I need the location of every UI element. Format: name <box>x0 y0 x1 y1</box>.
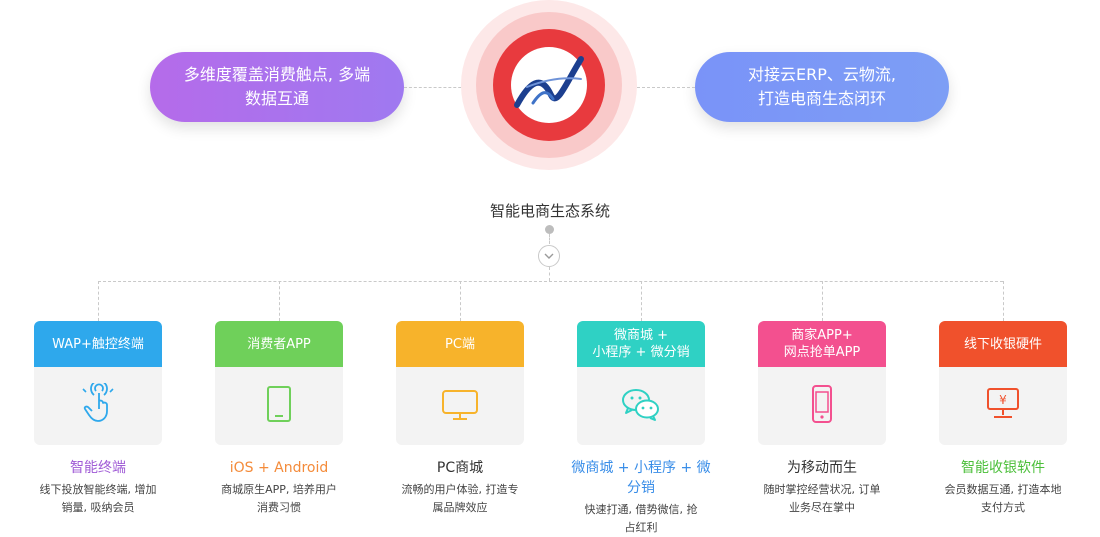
right-connector <box>622 87 695 88</box>
caption-desc: 线下投放智能终端, 增加 销量, 吸纳会员 <box>39 483 157 514</box>
card-wap-terminal[interactable]: WAP+触控终端 <box>34 321 162 445</box>
caption-title: PC商城 <box>436 460 484 476</box>
caption-title: 为移动而生 <box>787 460 857 476</box>
card-header: 消费者APP <box>215 321 343 367</box>
caption-merchant: 为移动而生 随时掌控经营状况, 订单 业务尽在掌中 <box>747 458 897 517</box>
caption-pc: PC商城 流畅的用户体验, 打造专 属品牌效应 <box>385 458 535 517</box>
card-header: PC端 <box>396 321 524 367</box>
branch-drop-2 <box>279 281 280 321</box>
chevron-down-icon[interactable] <box>538 245 560 267</box>
right-feature-text: 对接云ERP、云物流, 打造电商生态闭环 <box>748 65 896 108</box>
card-wechat-mall[interactable]: 微商城 + 小程序 + 微分销 <box>577 321 705 445</box>
branch-drop-3 <box>460 281 461 321</box>
branch-drop-6 <box>1003 281 1004 321</box>
branch-line <box>98 281 1003 282</box>
left-feature-pill: 多维度覆盖消费触点, 多端 数据互通 <box>150 52 404 122</box>
hub-stem-bottom <box>549 267 550 281</box>
wechat-icon <box>620 383 662 429</box>
phone-icon <box>801 383 843 429</box>
hub-dot <box>545 225 554 234</box>
card-pc[interactable]: PC端 <box>396 321 524 445</box>
branch-drop-4 <box>641 281 642 321</box>
left-connector <box>404 87 476 88</box>
branch-drop-5 <box>822 281 823 321</box>
branch-drop-1 <box>98 281 99 321</box>
caption-title: 智能终端 <box>70 460 126 476</box>
caption-hardware: 智能收银软件 会员数据互通, 打造本地 支付方式 <box>928 458 1078 517</box>
touch-hand-icon <box>77 379 119 429</box>
caption-desc: 快速打通, 借势微信, 抢 占红利 <box>584 503 698 534</box>
card-merchant-app[interactable]: 商家APP+ 网点抢单APP <box>758 321 886 445</box>
right-feature-pill: 对接云ERP、云物流, 打造电商生态闭环 <box>695 52 949 122</box>
caption-title: 智能收银软件 <box>961 460 1045 476</box>
caption-desc: 随时掌控经营状况, 订单 业务尽在掌中 <box>763 483 881 514</box>
monitor-icon <box>439 383 481 429</box>
hub-stem-top <box>549 234 550 244</box>
card-header: WAP+触控终端 <box>34 321 162 367</box>
caption-consumer: iOS + Android 商城原生APP, 培养用户 消费习惯 <box>204 458 354 517</box>
svg-text:¥: ¥ <box>999 393 1007 407</box>
left-feature-text: 多维度覆盖消费触点, 多端 数据互通 <box>183 65 371 108</box>
card-header: 微商城 + 小程序 + 微分销 <box>577 321 705 367</box>
hub-title: 智能电商生态系统 <box>489 202 610 220</box>
card-pos-hardware[interactable]: 线下收银硬件 ¥ <box>939 321 1067 445</box>
card-header: 线下收银硬件 <box>939 321 1067 367</box>
brand-logo-icon <box>507 43 591 127</box>
caption-desc: 商城原生APP, 培养用户 消费习惯 <box>221 483 337 514</box>
card-header: 商家APP+ 网点抢单APP <box>758 321 886 367</box>
caption-wechat: 微商城 + 小程序 + 微分销 快速打通, 借势微信, 抢 占红利 <box>566 458 716 537</box>
caption-title: 微商城 + 小程序 + 微分销 <box>571 460 711 496</box>
tablet-icon <box>258 383 300 429</box>
caption-title: iOS + Android <box>229 460 329 476</box>
caption-desc: 流畅的用户体验, 打造专 属品牌效应 <box>401 483 519 514</box>
caption-desc: 会员数据互通, 打造本地 支付方式 <box>944 483 1062 514</box>
cash-register-icon: ¥ <box>982 383 1024 429</box>
card-consumer-app[interactable]: 消费者APP <box>215 321 343 445</box>
caption-wap: 智能终端 线下投放智能终端, 增加 销量, 吸纳会员 <box>23 458 173 517</box>
